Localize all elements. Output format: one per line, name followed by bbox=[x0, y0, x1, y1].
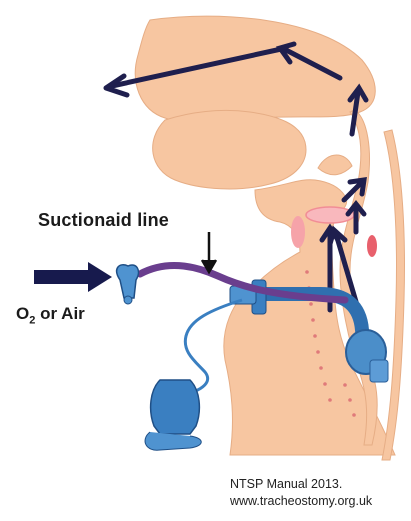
oxygen-label: O2 or Air bbox=[16, 304, 85, 326]
nasal-palate-shape bbox=[135, 16, 375, 121]
credit-line-1: NTSP Manual 2013. bbox=[230, 476, 372, 493]
oxygen-connector-icon bbox=[117, 265, 139, 304]
epiglottis-shape bbox=[318, 155, 352, 175]
tube-tip bbox=[370, 360, 388, 382]
pilot-balloon-icon bbox=[145, 380, 201, 450]
thyroid-highlight-right bbox=[367, 235, 377, 257]
spine-shape bbox=[382, 130, 405, 460]
oxygen-label-prefix: O bbox=[16, 304, 29, 323]
credit: NTSP Manual 2013. www.tracheostomy.org.u… bbox=[230, 476, 372, 510]
oral-cavity-shape bbox=[153, 110, 306, 189]
input-arrow-icon bbox=[34, 262, 112, 292]
thyroid-highlight-left bbox=[291, 216, 305, 248]
suction-line-label: Suctionaid line bbox=[38, 210, 169, 231]
credit-line-2: www.tracheostomy.org.uk bbox=[230, 493, 372, 510]
oxygen-label-suffix: or Air bbox=[35, 304, 84, 323]
suction-pointer-arrow-icon bbox=[202, 232, 216, 272]
